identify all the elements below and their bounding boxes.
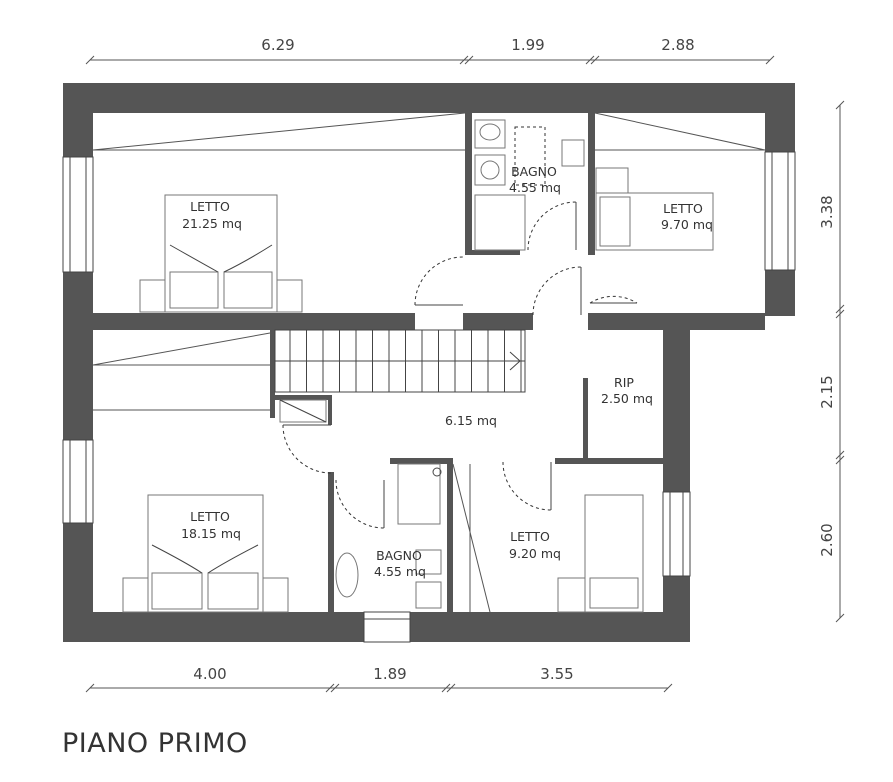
dimension-lines [85, 55, 845, 693]
dim-right-1: 3.38 [818, 195, 836, 228]
room-area-bathroom-upper: 4.55 mq [509, 180, 561, 195]
windows [62, 151, 796, 643]
ceiling-lines [92, 112, 766, 613]
staircase [274, 329, 526, 393]
dim-top-2: 1.99 [511, 36, 544, 54]
dim-bottom-1: 4.00 [193, 665, 226, 683]
dim-right-2: 2.15 [818, 375, 836, 408]
room-name-bedroom-lower-right: LETTO [510, 529, 550, 544]
dim-top-3: 2.88 [661, 36, 694, 54]
room-name-bathroom-upper: BAGNO [511, 164, 557, 179]
room-area-bathroom-lower: 4.55 mq [374, 564, 426, 579]
dim-right-3: 2.60 [818, 523, 836, 556]
room-area-closet: 2.50 mq [601, 391, 653, 406]
walls [63, 83, 795, 642]
room-area-bedroom-lower-left: 18.15 mq [181, 526, 241, 541]
room-name-bedroom-small: LETTO [663, 201, 703, 216]
furniture [122, 119, 714, 613]
room-area-bedroom-small: 9.70 mq [661, 217, 713, 232]
room-area-bedroom-lower-right: 9.20 mq [509, 546, 561, 561]
room-name-bathroom-lower: BAGNO [376, 548, 422, 563]
dim-bottom-2: 1.89 [373, 665, 406, 683]
floor-title: PIANO PRIMO [62, 728, 248, 759]
room-area-hallway: 6.15 mq [445, 413, 497, 428]
room-name-bedroom-large: LETTO [190, 199, 230, 214]
room-area-bedroom-large: 21.25 mq [182, 216, 242, 231]
dim-top-1: 6.29 [261, 36, 294, 54]
doors [282, 201, 638, 529]
room-name-bedroom-lower-left: LETTO [190, 509, 230, 524]
room-name-closet: RIP [614, 375, 634, 390]
dim-bottom-3: 3.55 [540, 665, 573, 683]
